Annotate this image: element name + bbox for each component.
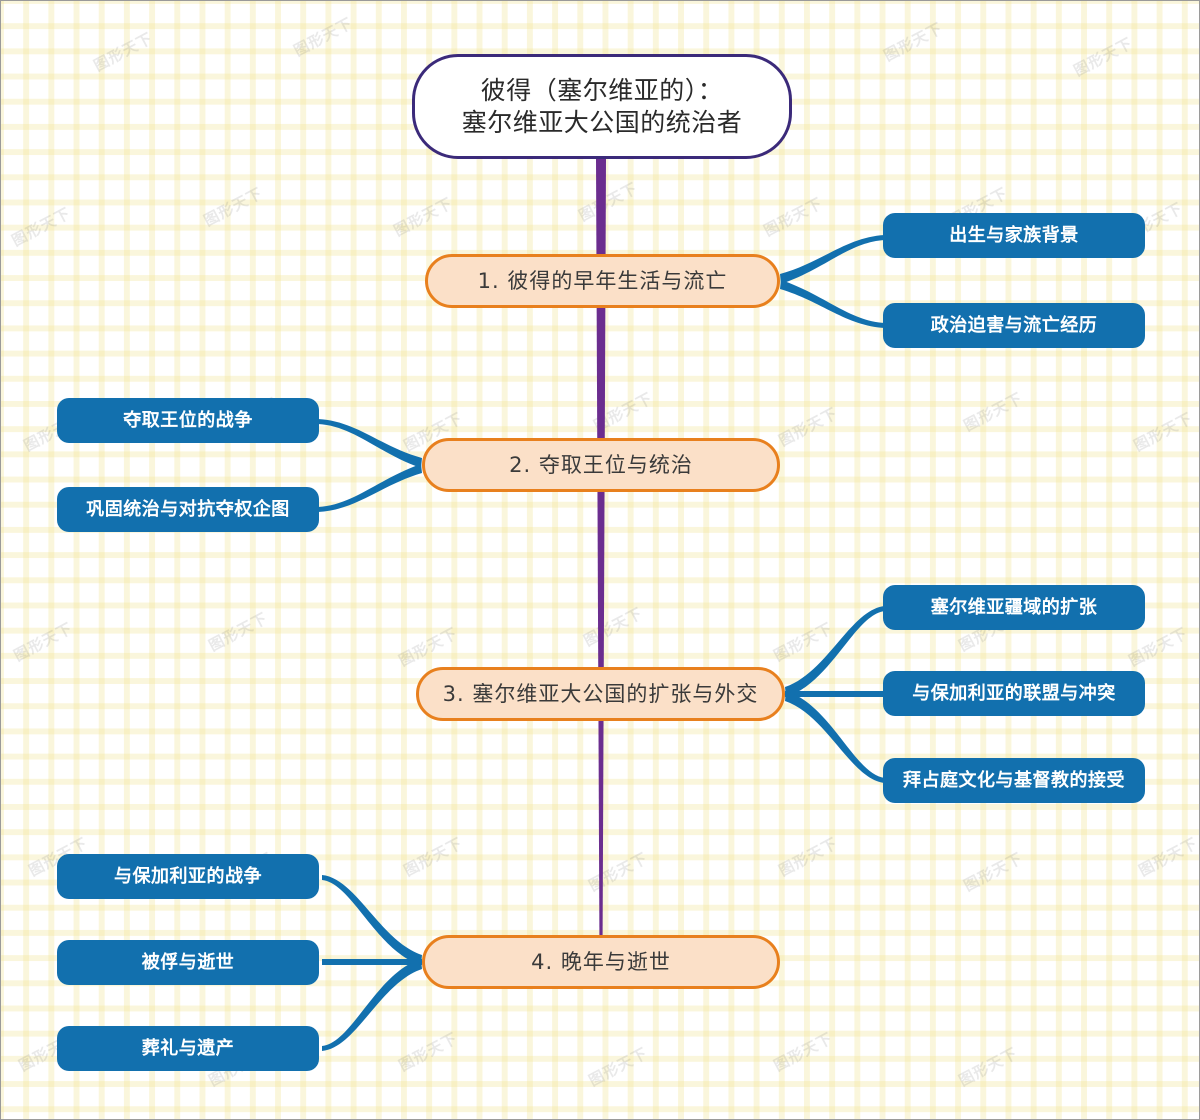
leaf-node-2-2[interactable]: 巩固统治与对抗夺权企图	[57, 487, 319, 532]
leaf-node-4-3[interactable]: 葬礼与遗产	[57, 1026, 319, 1071]
watermark: 图形天下	[1131, 409, 1196, 455]
watermark: 图形天下	[201, 184, 266, 230]
branch-node-1[interactable]: 1. 彼得的早年生活与流亡	[425, 254, 780, 308]
connector-b2-c1	[318, 419, 422, 468]
leaf-node-1-2[interactable]: 政治迫害与流亡经历	[883, 303, 1145, 348]
watermark: 图形天下	[576, 179, 641, 225]
watermark: 图形天下	[961, 389, 1026, 435]
watermark: 图形天下	[961, 849, 1026, 895]
watermark: 图形天下	[581, 604, 646, 650]
leaf-node-3-2[interactable]: 与保加利亚的联盟与冲突	[883, 671, 1145, 716]
watermark: 图形天下	[91, 29, 156, 75]
watermark: 图形天下	[401, 834, 466, 880]
watermark: 图形天下	[206, 609, 271, 655]
connector-b4-c1	[322, 875, 422, 965]
watermark: 图形天下	[396, 624, 461, 670]
watermark: 图形天下	[9, 204, 74, 250]
branch-node-2[interactable]: 2. 夺取王位与统治	[422, 438, 780, 492]
watermark: 图形天下	[11, 619, 76, 665]
watermark: 图形天下	[776, 404, 841, 450]
leaf-node-3-3[interactable]: 拜占庭文化与基督教的接受	[883, 758, 1145, 803]
leaf-node-1-1[interactable]: 出生与家族背景	[883, 213, 1145, 258]
connector-b3-c1	[785, 606, 885, 697]
root-node[interactable]: 彼得（塞尔维亚的）： 塞尔维亚大公国的统治者	[412, 54, 792, 159]
connector-b3-c2	[785, 691, 885, 697]
watermark: 图形天下	[291, 14, 356, 60]
branch-node-3[interactable]: 3. 塞尔维亚大公国的扩张与外交	[416, 667, 785, 721]
connector-b1-c2	[780, 280, 885, 328]
watermark: 图形天下	[776, 834, 841, 880]
leaf-node-4-2[interactable]: 被俘与逝世	[57, 940, 319, 985]
leaf-node-4-1[interactable]: 与保加利亚的战争	[57, 854, 319, 899]
watermark: 图形天下	[771, 619, 836, 665]
watermark: 图形天下	[761, 194, 826, 240]
watermark: 图形天下	[391, 194, 456, 240]
connector-b2-c2	[318, 464, 422, 512]
watermark: 图形天下	[591, 389, 656, 435]
branch-node-4[interactable]: 4. 晚年与逝世	[422, 935, 780, 989]
watermark: 图形天下	[1071, 34, 1136, 80]
connector-b3-c3	[785, 691, 885, 783]
watermark: 图形天下	[586, 849, 651, 895]
connector-b1-c1	[780, 235, 885, 284]
watermark: 图形天下	[586, 1044, 651, 1090]
watermark: 图形天下	[771, 1029, 836, 1075]
connector-b4-c2	[322, 959, 422, 965]
watermark: 图形天下	[396, 1029, 461, 1075]
watermark: 图形天下	[881, 19, 946, 65]
connector-b4-c3	[322, 959, 422, 1051]
watermark: 图形天下	[956, 1044, 1021, 1090]
watermark: 图形天下	[1136, 834, 1200, 880]
leaf-node-2-1[interactable]: 夺取王位的战争	[57, 398, 319, 443]
leaf-node-3-1[interactable]: 塞尔维亚疆域的扩张	[883, 585, 1145, 630]
